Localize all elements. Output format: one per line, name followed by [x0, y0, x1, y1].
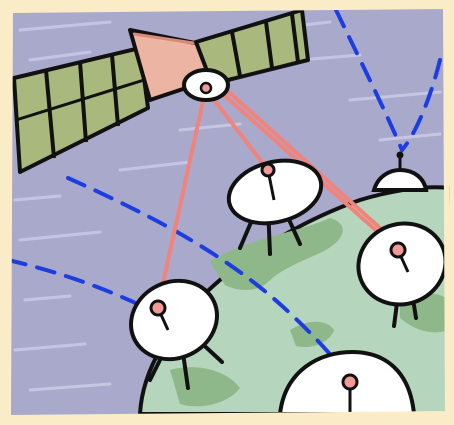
- frame-edge: [4, 2, 452, 422]
- dish-antenna-left: [129, 278, 224, 390]
- land-mass: [210, 218, 343, 290]
- satellite-dish: [182, 68, 230, 102]
- dish-antenna-right: [356, 221, 448, 328]
- satellite: [12, 8, 310, 174]
- land-mass: [290, 321, 334, 348]
- dish-antenna-bottom: [277, 349, 417, 416]
- dish-antenna-center: [226, 158, 324, 256]
- dish-antenna-far: [371, 151, 429, 192]
- solar-panel-left: [12, 46, 150, 174]
